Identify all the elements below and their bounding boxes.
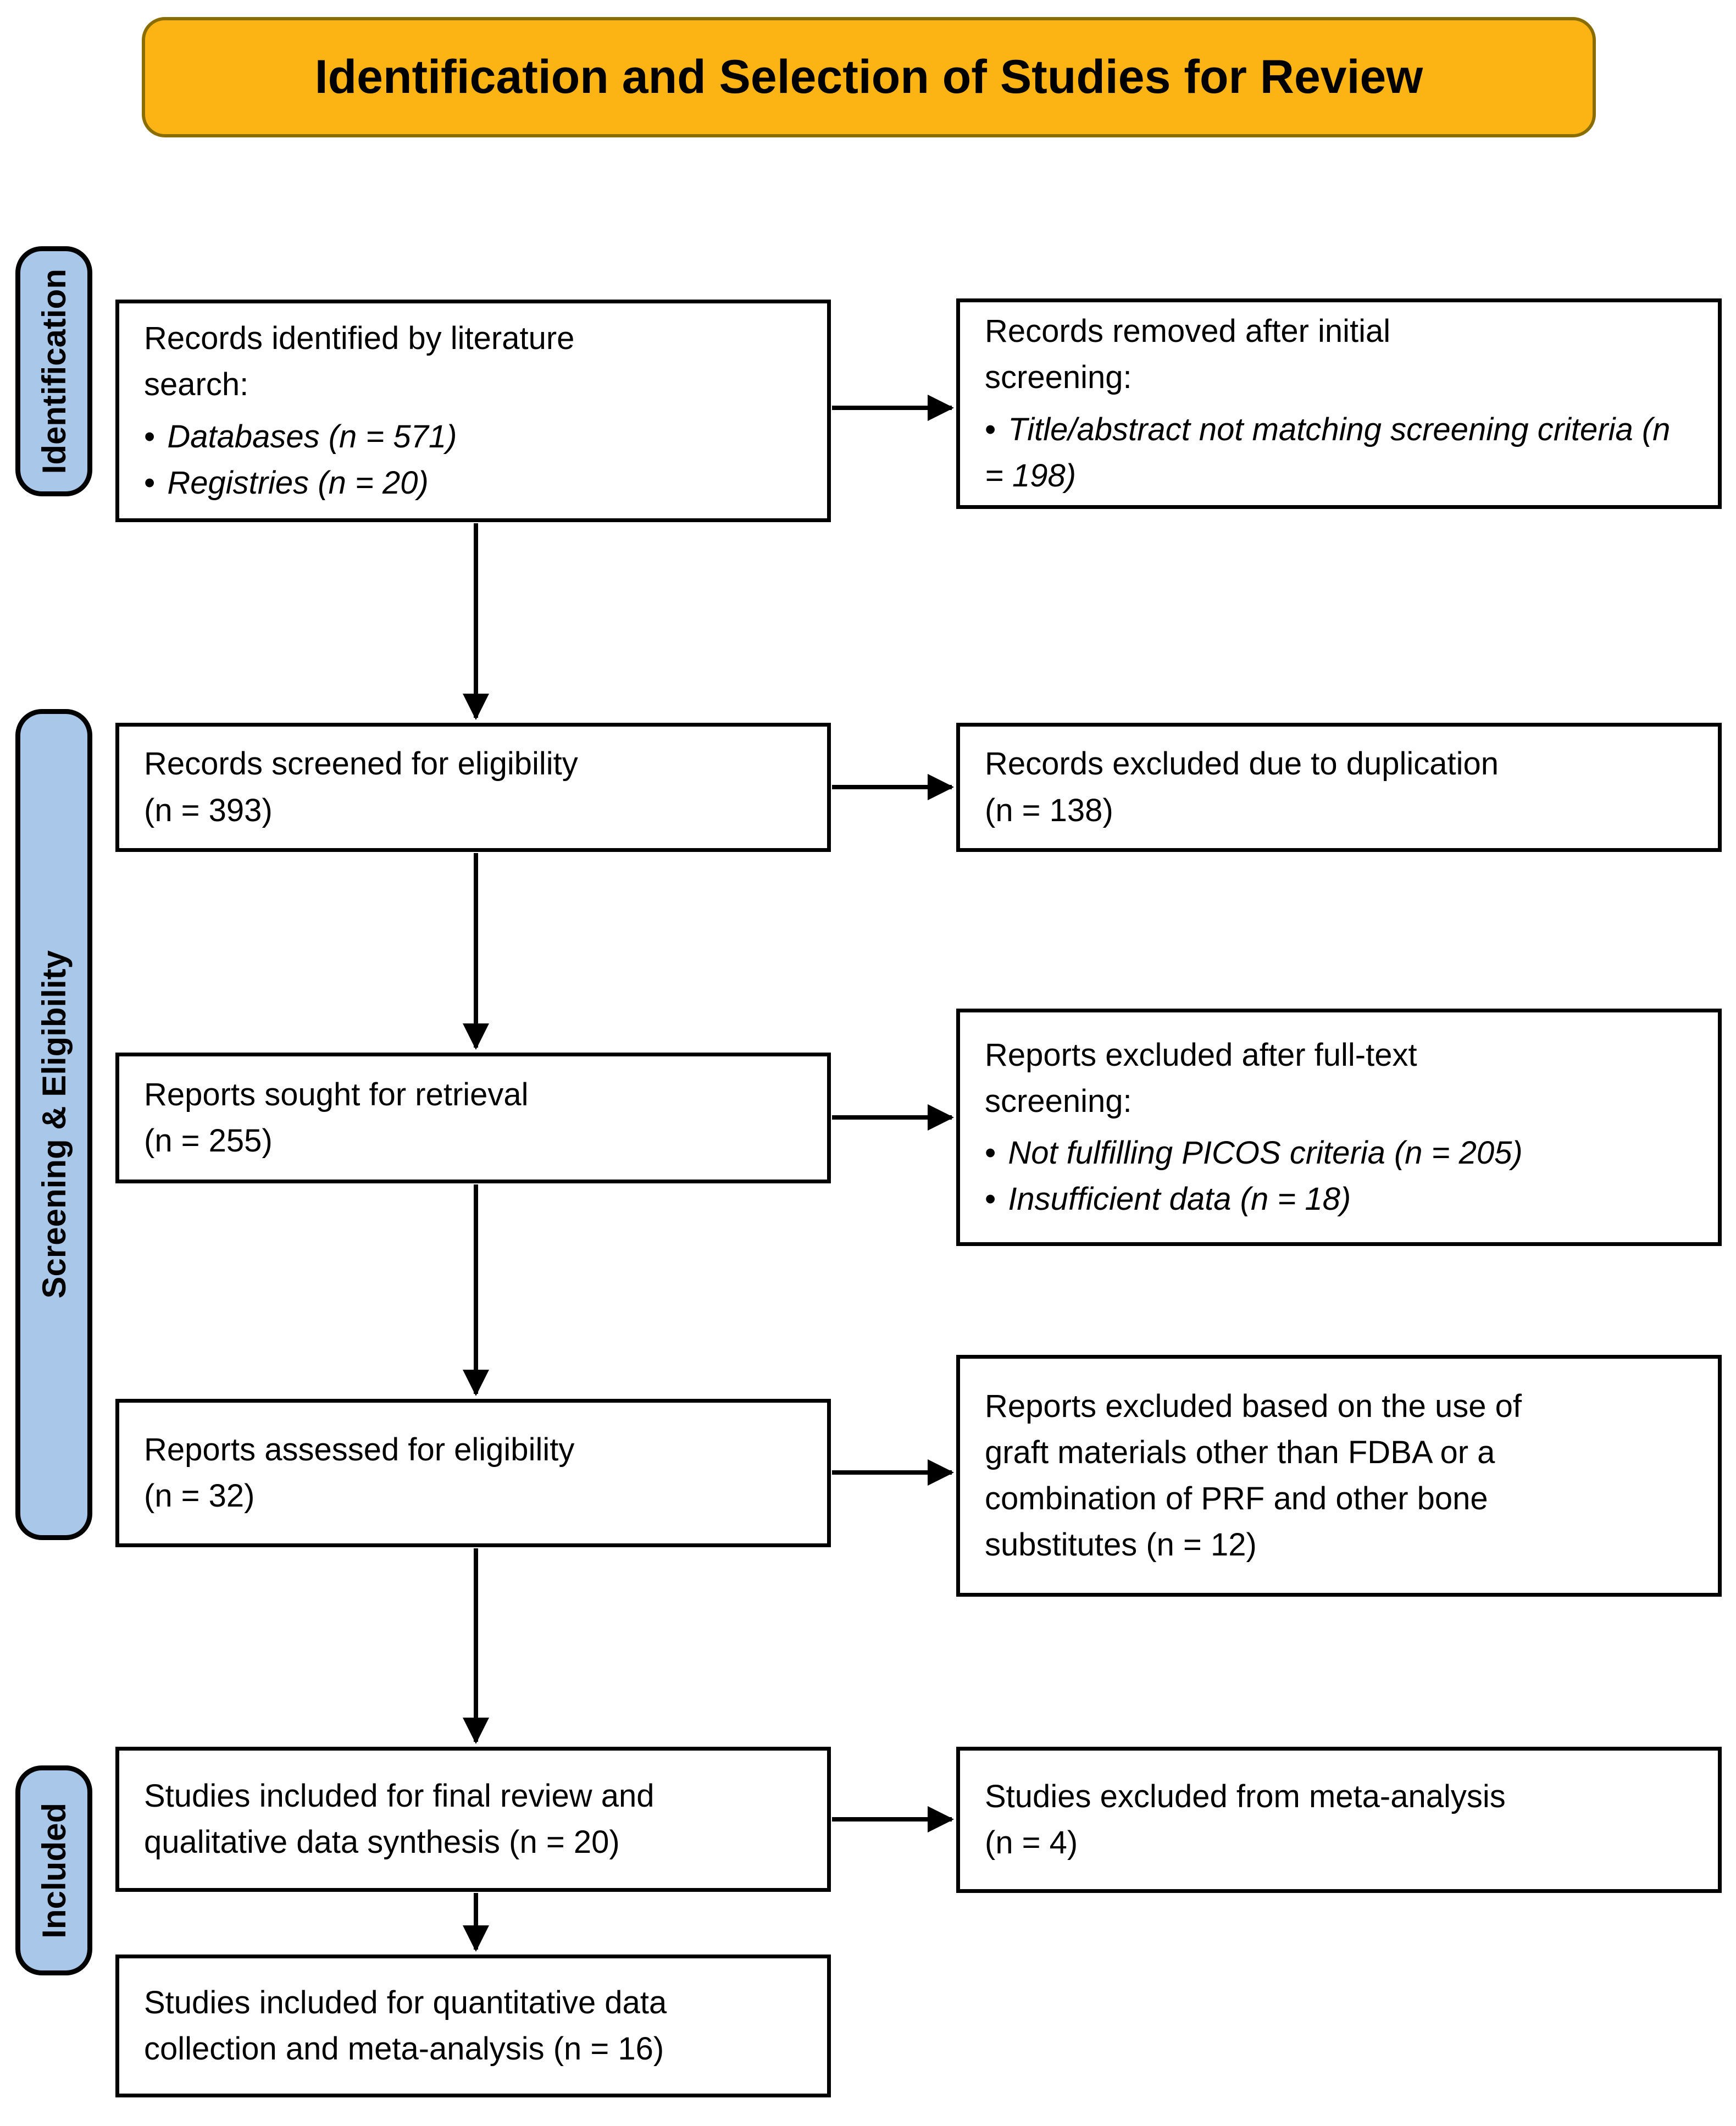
box-text-line: search: [144, 367, 249, 403]
bullet-list: •Title/abstract not matching screening c… [985, 407, 1693, 499]
box-text-line: substitutes (n = 12) [985, 1527, 1257, 1563]
box-studies-excluded-meta-analysis: Studies excluded from meta-analysis (n =… [956, 1747, 1722, 1893]
bullet-text: Registries (n = 20) [167, 464, 429, 501]
box-text-line: Reports assessed for eligibility [144, 1431, 575, 1468]
box-text-line: combination of PRF and other bone [985, 1481, 1488, 1516]
box-text-line: Reports excluded based on the use of [985, 1388, 1522, 1424]
stage-label-text: Included [35, 1802, 73, 1939]
diagram-title-banner: Identification and Selection of Studies … [142, 17, 1596, 137]
box-records-excluded-duplication: Records excluded due to duplication (n =… [956, 723, 1722, 852]
stage-label-screening-eligibility: Screening & Eligibility [15, 709, 92, 1540]
bullet-item: • Not fulfilling PICOS criteria (n = 205) [985, 1130, 1693, 1176]
box-text-line: Records removed after initial [985, 313, 1391, 350]
box-text-line: Reports excluded after full-text [985, 1037, 1417, 1073]
stage-label-text: Identification [35, 268, 73, 474]
box-reports-assessed: Reports assessed for eligibility (n = 32… [115, 1399, 831, 1547]
box-records-screened: Records screened for eligibility (n = 39… [115, 723, 831, 852]
bullet-marker: • [144, 464, 156, 501]
box-text-line: (n = 4) [985, 1825, 1078, 1861]
stage-label-text: Screening & Eligibility [35, 950, 73, 1299]
bullet-item: • Insufficient data (n = 18) [985, 1176, 1693, 1222]
box-text-line: (n = 393) [144, 792, 273, 828]
box-studies-included-review: Studies included for final review and qu… [115, 1747, 831, 1892]
box-records-identified: Records identified by literature search:… [115, 300, 831, 522]
box-text-line: graft materials other than FDBA or a [985, 1434, 1495, 1470]
box-text-line: Studies included for final review and [144, 1778, 655, 1814]
bullet-text: Not fulfilling PICOS criteria (n = 205) [1008, 1135, 1523, 1171]
box-text-line: Reports sought for retrieval [144, 1076, 529, 1112]
box-text-line: (n = 32) [144, 1478, 255, 1514]
box-text-line: Records excluded due to duplication [985, 746, 1499, 782]
box-text-line: (n = 138) [985, 792, 1113, 828]
box-text-line: Studies excluded from meta-analysis [985, 1778, 1506, 1814]
bullet-marker: • [985, 1135, 996, 1171]
diagram-title: Identification and Selection of Studies … [314, 51, 1423, 103]
box-text-line: Records screened for eligibility [144, 746, 578, 782]
bullet-marker: • [144, 418, 156, 455]
stage-label-identification: Identification [15, 246, 92, 496]
box-text-line: Records identified by literature [144, 320, 575, 357]
bullet-text: Databases (n = 571) [167, 418, 457, 455]
bullet-list: • Databases (n = 571) • Registries (n = 20… [144, 414, 802, 506]
box-text-line: (n = 255) [144, 1123, 273, 1159]
box-text-line: screening: [985, 1083, 1132, 1119]
bullet-text: Title/abstract not matching screening cr… [985, 411, 1671, 494]
bullet-item: • Databases (n = 571) [144, 414, 802, 460]
box-reports-sought: Reports sought for retrieval (n = 255) [115, 1053, 831, 1183]
box-text-line: collection and meta-analysis (n = 16) [144, 2031, 664, 2067]
bullet-item: • Registries (n = 20) [144, 460, 802, 506]
stage-label-included: Included [15, 1765, 92, 1975]
bullet-list: • Not fulfilling PICOS criteria (n = 205)… [985, 1130, 1693, 1222]
box-text-line: Studies included for quantitative data [144, 1984, 667, 2020]
bullet-text: Insufficient data (n = 18) [1008, 1181, 1351, 1217]
box-text-line: qualitative data synthesis (n = 20) [144, 1824, 620, 1860]
box-records-removed: Records removed after initial screening:… [956, 298, 1722, 509]
box-reports-excluded-graft-materials: Reports excluded based on the use of gra… [956, 1355, 1722, 1597]
box-text-line: screening: [985, 359, 1132, 396]
box-reports-excluded-fulltext: Reports excluded after full-text screeni… [956, 1009, 1722, 1246]
box-studies-included-quantitative: Studies included for quantitative data c… [115, 1955, 831, 2097]
bullet-marker: • [985, 1181, 996, 1217]
bullet-marker: • [985, 411, 996, 447]
bullet-item: •Title/abstract not matching screening c… [985, 407, 1693, 499]
